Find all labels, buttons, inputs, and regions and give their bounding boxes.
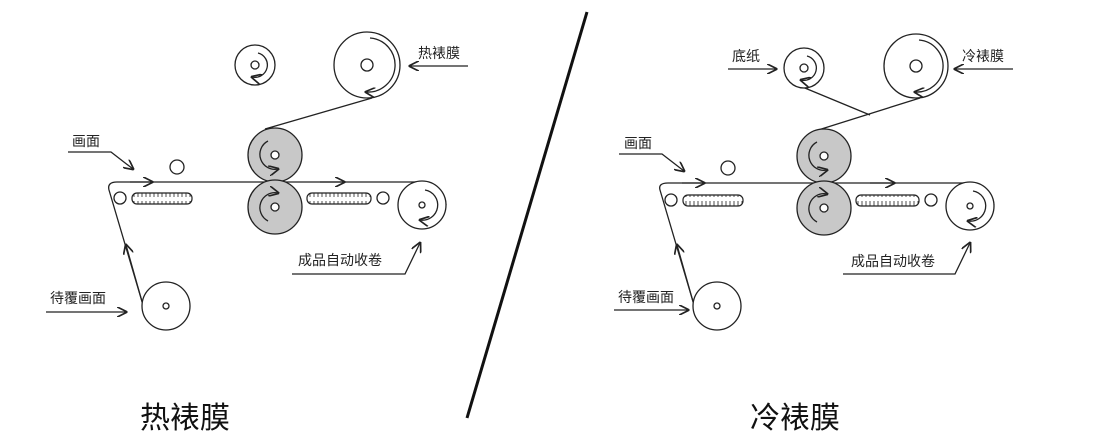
liner-label: 底纸 [732,49,760,65]
rewind-roll [397,180,447,230]
guide-roller [376,191,390,205]
heater-bar [131,192,193,205]
idle-roll [234,44,276,86]
liner-path [799,85,871,116]
cold-lamination-panel: 底纸 冷裱膜 [614,33,1013,436]
guide-roller [664,193,678,207]
rotation-arrow-icon [808,141,827,170]
guide-roller [113,191,127,205]
rotation-arrow-icon [801,55,818,80]
lower-pressure-roller [796,180,852,236]
rotation-arrow-icon [259,140,278,169]
film-supply-roll [883,33,949,99]
rotation-arrow-icon [420,189,439,220]
upper-pressure-roller [247,127,303,183]
film-path [264,97,373,130]
rewind-roll [945,181,995,231]
film-label: 冷裱膜 [962,49,1004,65]
web-direction-arrow [677,245,695,306]
heater-bar [682,194,744,207]
input-label: 待覆画面 [618,290,674,306]
input-roll [141,281,191,331]
rotation-arrow-icon [259,193,278,222]
lower-pressure-roller [247,179,303,235]
rotation-arrow-icon [968,190,987,221]
cold-title: 冷裱膜 [750,401,840,436]
rotation-arrow-icon [252,52,269,77]
upper-pressure-roller [796,128,852,184]
input-label: 待覆画面 [50,291,106,307]
heater-bar [306,192,372,205]
label-arrow [843,243,970,275]
liner-roll [783,47,825,89]
label-arrow [292,243,420,275]
divider [465,11,589,419]
rotation-arrow-icon [366,37,396,92]
rewind-label: 成品自动收卷 [851,254,935,270]
guide-roller [720,160,736,176]
image-label: 画面 [624,136,652,152]
label-arrow [68,151,133,169]
film-supply-roll [333,31,401,99]
image-label: 画面 [72,134,100,150]
film-path [814,97,921,132]
heater-bar [855,194,920,207]
guide-roller [169,159,185,175]
rotation-arrow-icon [808,194,827,223]
hot-lamination-panel: 热裱膜 画面 待覆画面 [46,31,468,436]
film-label: 热裱膜 [418,46,460,62]
input-roll [692,281,742,331]
guide-roller [924,193,938,207]
rotation-arrow-icon [915,39,944,92]
rewind-label: 成品自动收卷 [298,253,382,269]
label-arrow [619,153,684,171]
hot-title: 热裱膜 [140,401,230,436]
web-direction-arrow [126,245,144,306]
